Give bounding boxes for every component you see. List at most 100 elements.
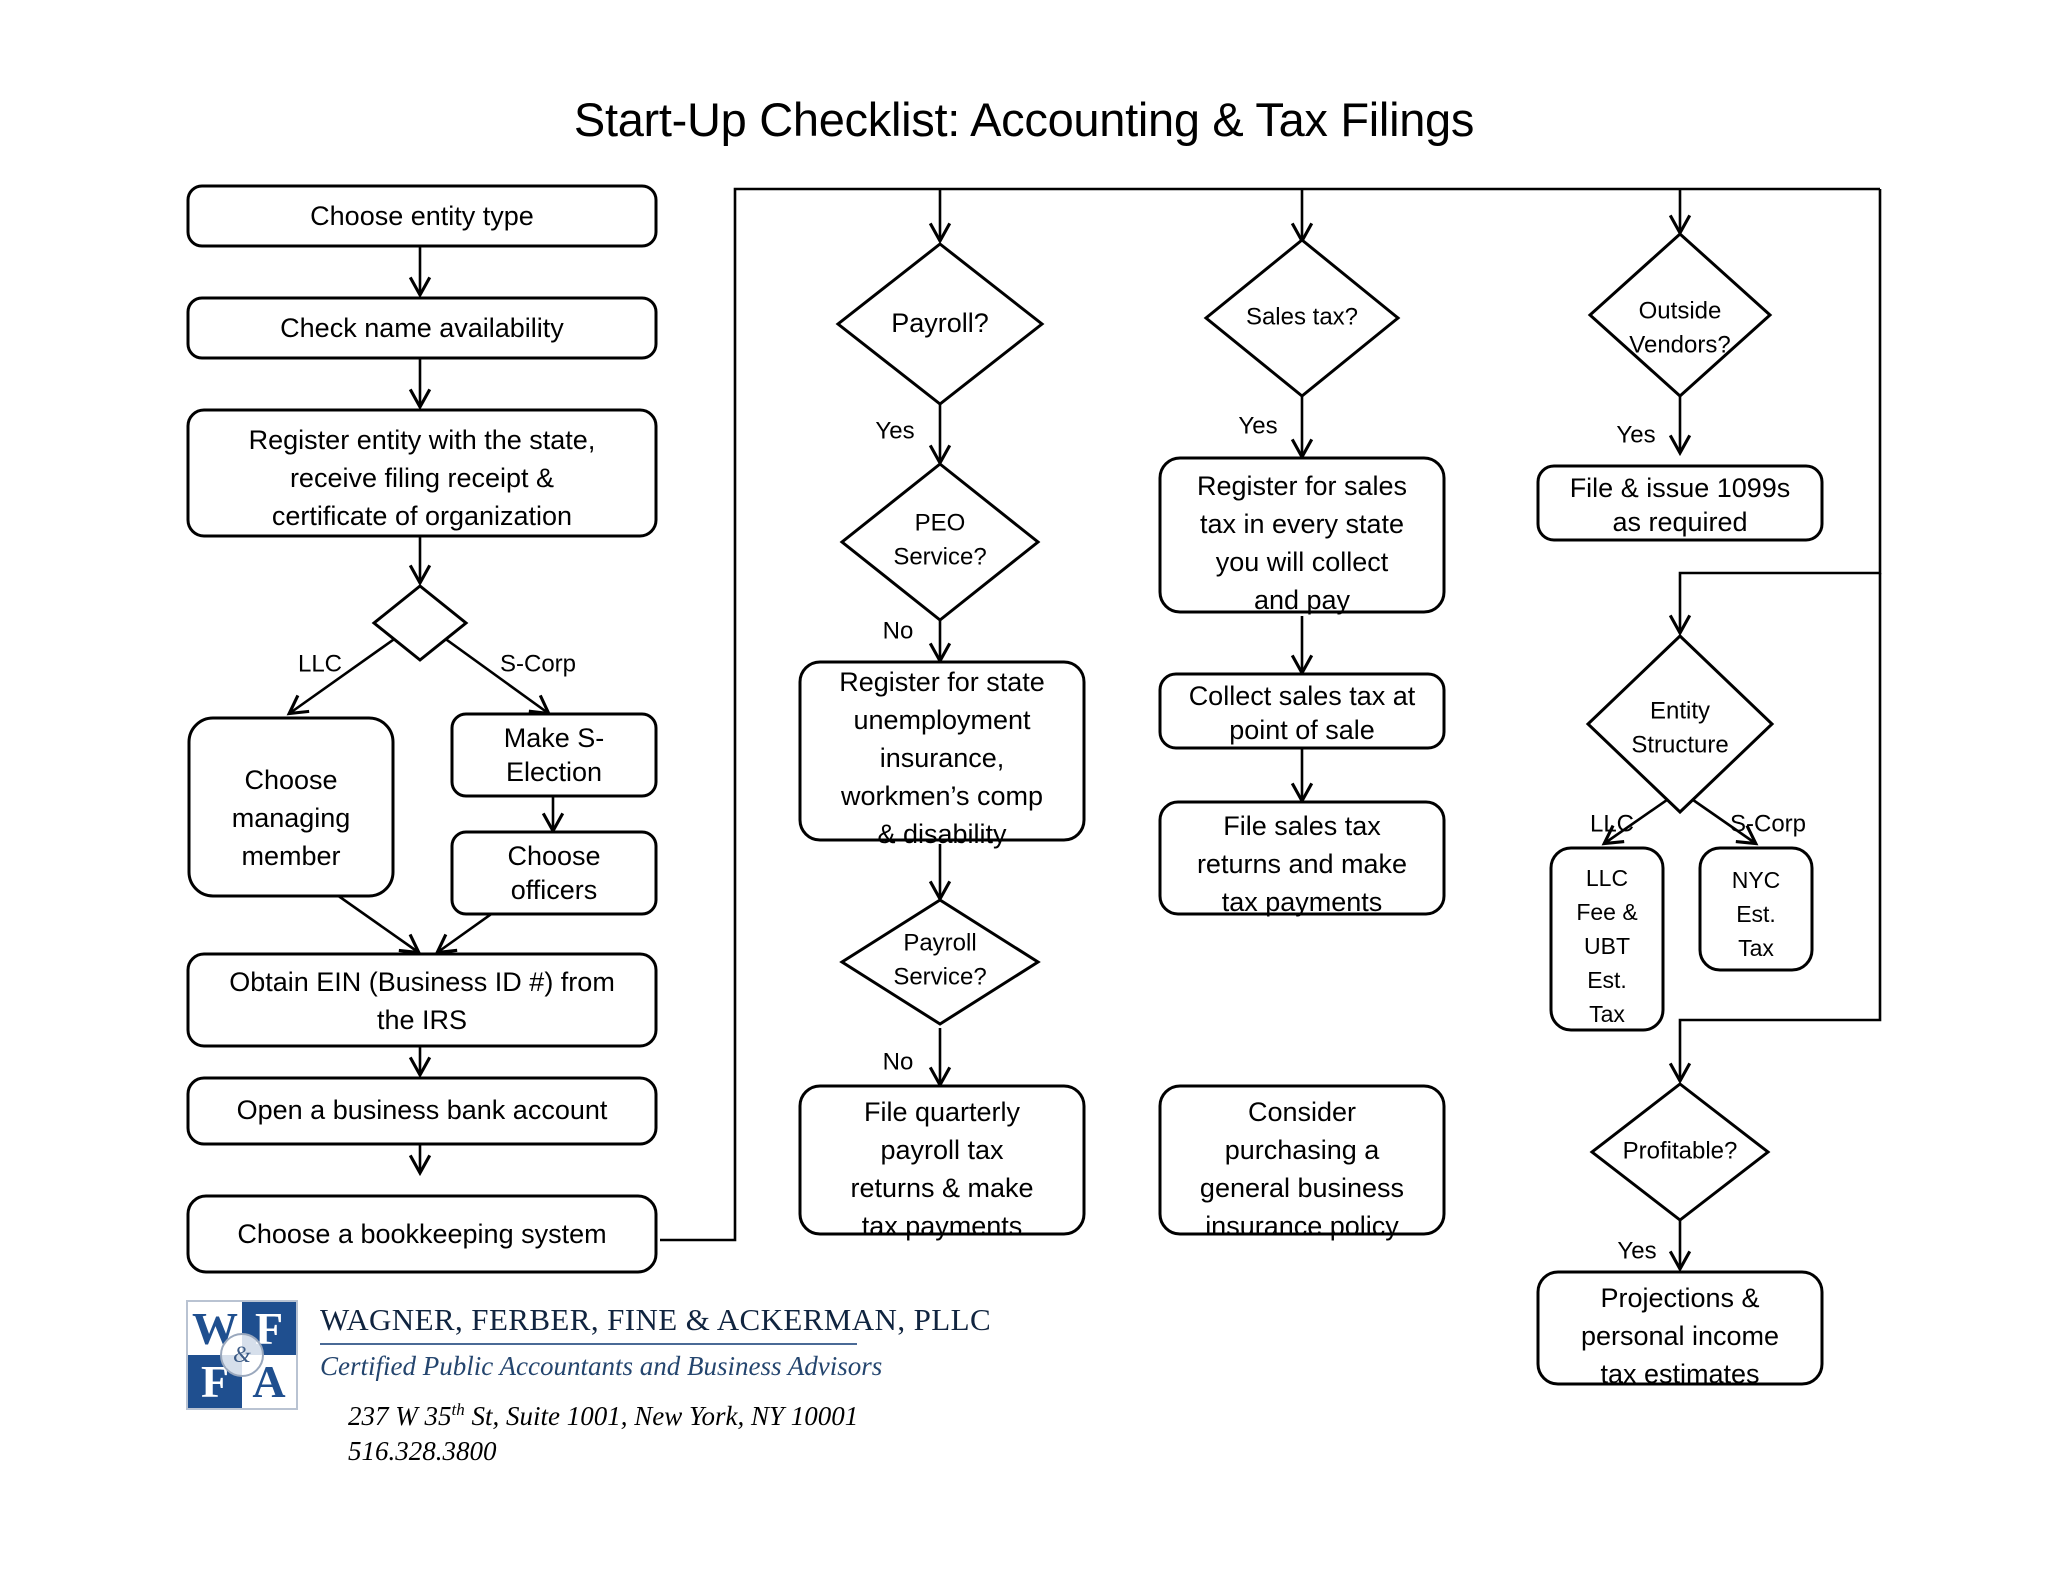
node-label: Payroll? bbox=[891, 308, 989, 338]
node-label-line1: Outside bbox=[1639, 297, 1722, 324]
node-label-line2: officers bbox=[511, 875, 598, 905]
node-profitable-question[interactable]: Profitable? bbox=[1589, 1082, 1771, 1222]
node-choose-bookkeeping-system[interactable]: Choose a bookkeeping system bbox=[186, 1194, 658, 1274]
node-file-quarterly-payroll[interactable]: File quarterly payroll tax returns & mak… bbox=[798, 1084, 1086, 1241]
node-label-line1: PEO bbox=[915, 509, 966, 536]
node-payroll-question[interactable]: Payroll? bbox=[835, 242, 1045, 406]
node-label-line1: NYC bbox=[1732, 867, 1781, 893]
edge-bus-to-entitystructure bbox=[1668, 189, 1882, 637]
node-label-line1: Payroll bbox=[903, 929, 976, 956]
edge-label-scorp-right: S-Corp bbox=[1730, 810, 1806, 837]
node-label-line4: and pay bbox=[1254, 585, 1351, 615]
node-label-line1: Obtain EIN (Business ID #) from bbox=[229, 967, 615, 997]
edge-label-profitable-yes: Yes bbox=[1617, 1237, 1656, 1264]
node-label-line1: LLC bbox=[1586, 865, 1628, 891]
node-label-line1: Projections & bbox=[1600, 1283, 1759, 1313]
node-label-line4: Est. bbox=[1587, 967, 1627, 993]
node-llc-fee-ubt[interactable]: LLC Fee & UBT Est. Tax bbox=[1549, 846, 1665, 1032]
edge-label-sales-yes: Yes bbox=[1238, 412, 1277, 439]
node-label-line2: Structure bbox=[1631, 731, 1728, 758]
node-label: Choose entity type bbox=[310, 201, 534, 231]
node-label-line2: point of sale bbox=[1229, 715, 1375, 745]
node-label-line3: Tax bbox=[1738, 935, 1774, 961]
node-label-line1: Collect sales tax at bbox=[1189, 681, 1416, 711]
node-entity-type-decision[interactable] bbox=[371, 584, 469, 662]
node-label-line2: Vendors? bbox=[1629, 331, 1730, 358]
edge-label-payroll-yes: Yes bbox=[875, 417, 914, 444]
node-label-line1: Choose bbox=[507, 841, 600, 871]
firm-name: WAGNER, FERBER, FINE & ACKERMAN, PLLC bbox=[320, 1302, 992, 1337]
page-title: Start-Up Checklist: Accounting & Tax Fil… bbox=[573, 93, 1475, 146]
wffa-logo-icon: W F F A & bbox=[186, 1300, 298, 1410]
node-peo-service-question[interactable]: PEO Service? bbox=[839, 462, 1041, 622]
node-label-line2: the IRS bbox=[377, 1005, 467, 1035]
firm-divider bbox=[320, 1343, 857, 1345]
firm-tagline: Certified Public Accountants and Busines… bbox=[320, 1351, 883, 1381]
node-payroll-service-question[interactable]: Payroll Service? bbox=[839, 898, 1041, 1026]
node-obtain-ein[interactable]: Obtain EIN (Business ID #) from the IRS bbox=[186, 952, 658, 1048]
node-choose-entity-type[interactable]: Choose entity type bbox=[186, 184, 658, 248]
node-file-1099s[interactable]: File & issue 1099s as required bbox=[1536, 464, 1824, 542]
node-label: Check name availability bbox=[280, 313, 564, 343]
node-collect-sales-tax[interactable]: Collect sales tax at point of sale bbox=[1158, 672, 1446, 750]
node-label-line1: Register entity with the state, bbox=[249, 425, 596, 455]
node-label-line2: purchasing a bbox=[1225, 1135, 1381, 1165]
firm-address-post: St, Suite 1001, New York, NY 10001 bbox=[464, 1401, 859, 1431]
firm-address: 237 W 35th St, Suite 1001, New York, NY … bbox=[348, 1400, 991, 1432]
node-label-line2: receive filing receipt & bbox=[290, 463, 554, 493]
node-label-line2: unemployment bbox=[853, 705, 1031, 735]
node-choose-managing-member[interactable]: Choose managing member bbox=[187, 716, 395, 898]
node-label-line1: Consider bbox=[1248, 1097, 1356, 1127]
node-label-line4: workmen’s comp bbox=[840, 781, 1043, 811]
node-label: Sales tax? bbox=[1246, 303, 1358, 330]
node-label-line3: certificate of organization bbox=[272, 501, 572, 531]
node-label-line2: tax in every state bbox=[1200, 509, 1404, 539]
node-label-line3: UBT bbox=[1584, 933, 1630, 959]
logo-ampersand: & bbox=[220, 1333, 264, 1377]
edge-managing-to-ein bbox=[329, 888, 422, 955]
node-label-line2: Est. bbox=[1736, 901, 1776, 927]
node-file-sales-tax-returns[interactable]: File sales tax returns and make tax paym… bbox=[1158, 800, 1446, 917]
node-label-line2: payroll tax bbox=[880, 1135, 1004, 1165]
node-label-line1: File & issue 1099s bbox=[1570, 473, 1791, 503]
node-register-unemployment[interactable]: Register for state unemployment insuranc… bbox=[798, 660, 1086, 849]
node-label: Choose a bookkeeping system bbox=[237, 1219, 606, 1249]
node-label-line1: File sales tax bbox=[1223, 811, 1381, 841]
node-label-line1: Entity bbox=[1650, 697, 1710, 724]
node-nyc-est-tax[interactable]: NYC Est. Tax bbox=[1698, 846, 1814, 972]
edge-main-bus bbox=[660, 187, 1880, 1242]
edge-label-llc-right: LLC bbox=[1590, 810, 1634, 837]
node-register-entity[interactable]: Register entity with the state, receive … bbox=[186, 408, 658, 538]
node-label-line2: returns and make bbox=[1197, 849, 1407, 879]
node-label-line2: Election bbox=[506, 757, 602, 787]
node-choose-officers[interactable]: Choose officers bbox=[450, 830, 658, 916]
node-label-line2: personal income bbox=[1581, 1321, 1779, 1351]
firm-address-pre: 237 W 35 bbox=[348, 1401, 452, 1431]
node-label-line1: File quarterly bbox=[864, 1097, 1021, 1127]
edge-label-peo-no: No bbox=[883, 617, 914, 644]
node-register-sales-tax[interactable]: Register for sales tax in every state yo… bbox=[1158, 456, 1446, 615]
node-outside-vendors-question[interactable]: Outside Vendors? bbox=[1587, 231, 1773, 399]
node-open-bank-account[interactable]: Open a business bank account bbox=[186, 1076, 658, 1146]
node-label-line5: & disability bbox=[877, 819, 1007, 849]
node-label-line1: Register for sales bbox=[1197, 471, 1407, 501]
node-entity-structure-question[interactable]: Entity Structure bbox=[1585, 633, 1775, 815]
node-label-line2: Service? bbox=[893, 543, 986, 570]
node-check-name-availability[interactable]: Check name availability bbox=[186, 296, 658, 360]
node-label-line3: tax estimates bbox=[1600, 1359, 1759, 1389]
node-sales-tax-question[interactable]: Sales tax? bbox=[1203, 238, 1401, 398]
node-label-line3: member bbox=[241, 841, 340, 871]
node-make-s-election[interactable]: Make S- Election bbox=[450, 712, 658, 798]
node-label: Open a business bank account bbox=[237, 1095, 608, 1125]
firm-footer-text: WAGNER, FERBER, FINE & ACKERMAN, PLLC Ce… bbox=[320, 1300, 991, 1467]
edge-label-vendors-yes: Yes bbox=[1616, 421, 1655, 448]
node-projections-income-tax[interactable]: Projections & personal income tax estima… bbox=[1536, 1270, 1824, 1389]
node-consider-insurance[interactable]: Consider purchasing a general business i… bbox=[1158, 1084, 1446, 1241]
node-label-line1: Choose bbox=[244, 765, 337, 795]
edge-label-llc-left: LLC bbox=[298, 650, 342, 677]
node-label-line1: Register for state bbox=[839, 667, 1045, 697]
node-label-line3: tax payments bbox=[1222, 887, 1383, 917]
node-label-line3: insurance, bbox=[880, 743, 1005, 773]
edge-bus-to-profitable bbox=[1668, 573, 1882, 1085]
